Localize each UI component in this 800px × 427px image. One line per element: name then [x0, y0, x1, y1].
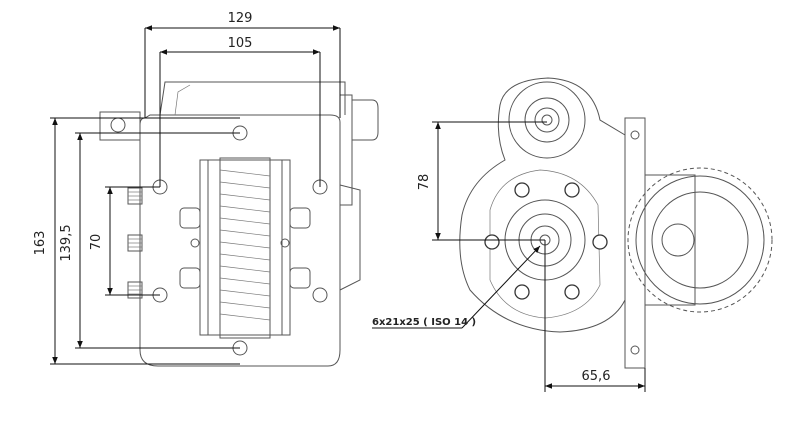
top-housing	[159, 81, 346, 116]
ear-hole	[110, 117, 126, 133]
side-housing	[340, 94, 353, 206]
dim-vertical-offset: 78	[417, 121, 547, 241]
dim-label-139-5: 139,5	[59, 224, 74, 261]
left-ear	[99, 111, 141, 141]
shaft-spec-label: 6x21x25 ( ISO 14 )	[372, 317, 476, 328]
gear-teeth	[219, 157, 271, 339]
dim-label-70: 70	[89, 234, 104, 251]
top-shaft	[508, 81, 586, 159]
dim-label-78: 78	[417, 174, 432, 191]
dim-height-total: 163	[33, 117, 240, 365]
front-view	[99, 81, 379, 367]
gear-frame	[199, 159, 291, 336]
side-housing-outline	[459, 77, 626, 333]
shaft-stub	[352, 99, 379, 141]
dim-height-bolts: 70	[89, 186, 160, 296]
dim-width-inner: 105	[159, 36, 321, 187]
shaft-spec-callout: 6x21x25 ( ISO 14 )	[372, 245, 541, 329]
side-flange	[624, 117, 646, 369]
dim-label-163: 163	[33, 231, 48, 256]
side-bolt-holes	[484, 182, 608, 300]
dim-horizontal-offset: 65,6	[544, 240, 646, 392]
dim-label-129: 129	[228, 11, 253, 26]
flange-holes	[152, 125, 328, 356]
side-gear	[627, 167, 773, 313]
dim-label-65-6: 65,6	[582, 369, 611, 384]
dim-width-outer: 129	[144, 11, 341, 118]
dim-height-mid: 139,5	[59, 132, 240, 349]
bolt-studs	[127, 187, 143, 299]
dim-label-105: 105	[228, 36, 253, 51]
flange-plate	[139, 114, 341, 367]
